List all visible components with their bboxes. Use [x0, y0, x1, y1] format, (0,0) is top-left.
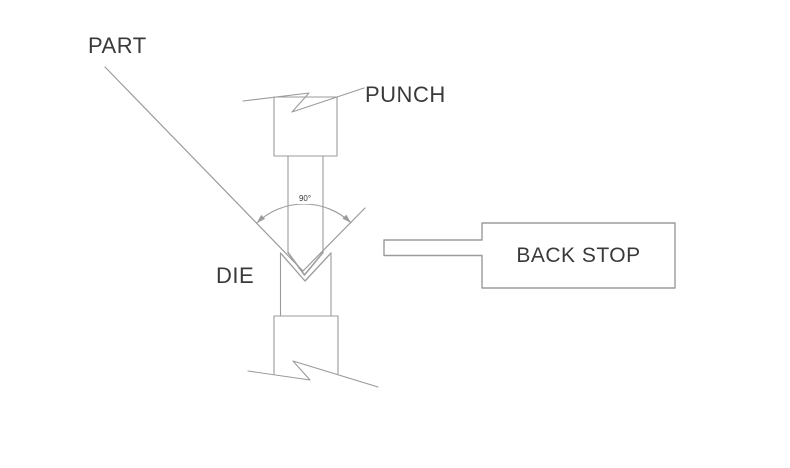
punch-label: PUNCH — [365, 82, 446, 107]
part-label: PART — [88, 33, 147, 58]
back-stop-box: BACK STOP — [482, 223, 675, 288]
die-v-notch — [279, 252, 332, 282]
bend-angle-label: 90° — [292, 194, 318, 204]
punch-block-outline — [273, 96, 338, 157]
angle-arc-left-arrowhead — [256, 214, 266, 224]
punch-tip-v — [287, 251, 324, 276]
die-break-line — [247, 360, 379, 388]
back-stop-outline — [383, 222, 676, 289]
die-label: DIE — [216, 263, 255, 288]
angle-arc — [256, 203, 352, 224]
die-base-outline — [273, 315, 339, 375]
back-stop-label: BACK STOP — [516, 244, 641, 267]
punch-break-line — [242, 87, 365, 113]
part-right-leg-line — [302, 207, 366, 272]
angle-arc-right-arrowhead — [342, 214, 351, 223]
part-left-leg-line — [104, 66, 304, 272]
